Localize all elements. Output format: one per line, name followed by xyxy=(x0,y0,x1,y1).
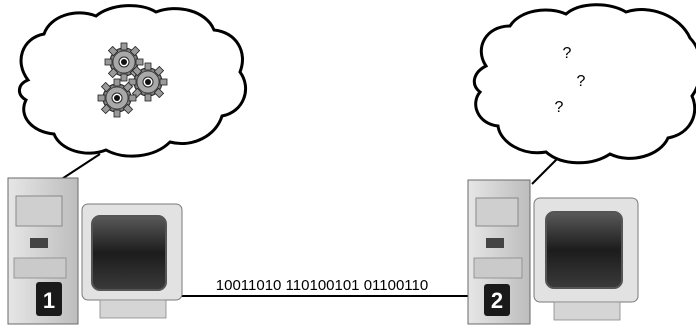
monitor-1 xyxy=(81,203,183,319)
thought-bubble-computer-1 xyxy=(18,4,248,189)
question-mark-2: ? xyxy=(577,73,586,90)
question-mark-1: ? xyxy=(563,45,572,62)
computer-1: 1 xyxy=(7,177,183,325)
tower-1 xyxy=(7,177,79,325)
monitor-2 xyxy=(533,197,639,321)
computer-number-2: 2 xyxy=(491,288,503,313)
bit-stream-label: 10011010 110100101 01100110 xyxy=(216,277,428,294)
computer-2: 2 xyxy=(467,179,639,325)
question-mark-3: ? xyxy=(555,99,564,116)
tower-2 xyxy=(467,179,531,325)
thought-bubble-computer-2: ? ? ? xyxy=(472,3,696,185)
computer-number-1: 1 xyxy=(43,288,55,313)
